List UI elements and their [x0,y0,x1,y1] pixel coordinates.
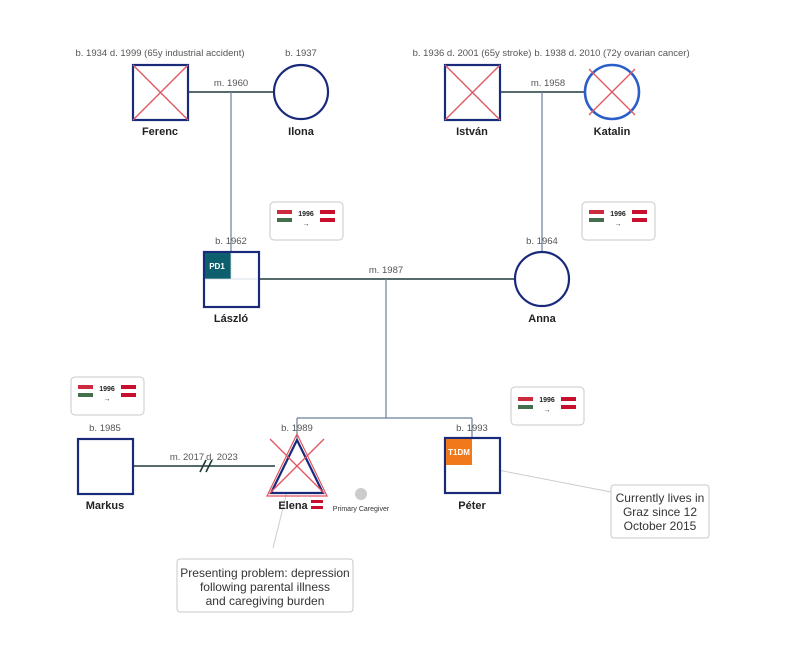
person-name: István [456,126,488,138]
index-person-outer-triangle [266,432,328,497]
birth-label: b. 1964 [526,236,558,247]
note-pointer-elena [272,491,288,549]
deceased-cross [269,438,325,494]
person-name: Péter [458,500,486,512]
birth-label: b. 1993 [456,423,488,434]
arrow-right-icon: → [104,396,111,403]
note-line: October 2015 [624,519,697,533]
condition-quadrant-t1dm [446,439,472,465]
birth-death-label: b. 1938 d. 2010 (72y ovarian cancer) [534,48,689,59]
birth-death-label: b. 1934 d. 1999 (65y industrial accident… [76,48,245,59]
person-name: Ilona [288,126,315,138]
person-markus[interactable]: b. 1985 Markus [76,423,135,512]
person-ferenc[interactable]: b. 1934 d. 1999 (65y industrial accident… [76,48,245,138]
migration-year: 1996 [610,211,626,218]
migration-badge-ilona[interactable]: 1996 → [269,201,344,241]
note-box [610,484,710,539]
union-label-divorced: d. 2023 [206,452,238,463]
deceased-cross [132,64,189,121]
person-name: Ferenc [142,126,178,138]
migration-year: 1996 [298,211,314,218]
note-line: Graz since 12 [623,505,697,519]
condition-quadrant-pd1 [205,253,231,279]
person-laszlo[interactable]: PD1 b. 1962 László [202,236,261,325]
birth-label: b. 1962 [215,236,247,247]
austria-flag [320,210,335,222]
person-peter[interactable]: T1DM b. 1993 Péter [443,423,502,512]
caregiver-indicator: Primary Caregiver [333,488,390,513]
austria-flag [632,210,647,222]
person-ilona[interactable]: b. 1937 Ilona [272,48,330,138]
austria-flag [121,385,136,397]
condition-label: PD1 [209,262,225,271]
note-line: and caregiving burden [206,594,325,608]
note-line: Presenting problem: depression [180,566,349,580]
female-symbol [272,63,330,121]
birth-label: b. 1937 [285,48,317,59]
union-label-ferenc-ilona: m. 1960 [214,78,248,89]
female-symbol [513,250,571,308]
migration-badge-katalin[interactable]: 1996 → [581,201,656,241]
migration-year: 1996 [539,397,555,404]
person-name: Markus [86,500,125,512]
arrow-right-icon: → [544,407,551,414]
union-label-istvan-katalin: m. 1958 [531,78,565,89]
person-anna[interactable]: b. 1964 Anna [513,236,571,325]
hungary-flag [518,397,533,409]
note-line: following parental illness [200,580,330,594]
migration-year: 1996 [99,386,115,393]
deceased-cross [588,68,636,116]
arrow-right-icon: → [615,221,622,228]
person-istvan[interactable]: b. 1936 d. 2001 (65y stroke) István [413,48,532,138]
divorce-slash-2 [205,459,213,473]
person-katalin[interactable]: b. 1938 d. 2010 (72y ovarian cancer) Kat… [534,48,689,138]
divorce-slash-1 [199,459,207,473]
deceased-cross [444,64,501,121]
badge-box [510,386,585,426]
migration-badge-markus[interactable]: 1996 → [70,376,145,416]
male-symbol [76,437,135,496]
birth-label: b. 1989 [281,423,313,434]
note-elena[interactable]: Presenting problem: depression following… [176,558,354,613]
hungary-flag [277,210,292,222]
austria-flag [561,397,576,409]
arrow-right-icon: → [303,221,310,228]
note-line: Currently lives in [616,491,705,505]
person-name: Katalin [594,126,631,138]
hungary-flag [589,210,604,222]
person-name: Anna [528,313,556,325]
person-elena[interactable]: b. 1989 Elena [266,423,328,512]
union-label-laszlo-anna: m. 1987 [369,265,403,276]
note-peter[interactable]: Currently lives in Graz since 12 October… [610,484,710,539]
austria-flag [311,500,323,509]
condition-label: T1DM [448,448,470,457]
note-box [176,558,354,613]
person-name: Elena [278,500,308,512]
birth-death-label: b. 1936 d. 2001 (65y stroke) [413,48,532,59]
union-label-married: m. 2017 [170,452,204,463]
hungary-flag [78,385,93,397]
connection-lines [133,91,612,549]
birth-label: b. 1985 [89,423,121,434]
caregiver-dot-icon [355,488,367,500]
note-pointer-peter [497,469,612,493]
person-name: László [214,313,249,325]
migration-badge-peter[interactable]: 1996 → [510,386,585,426]
caregiver-label: Primary Caregiver [333,506,390,513]
